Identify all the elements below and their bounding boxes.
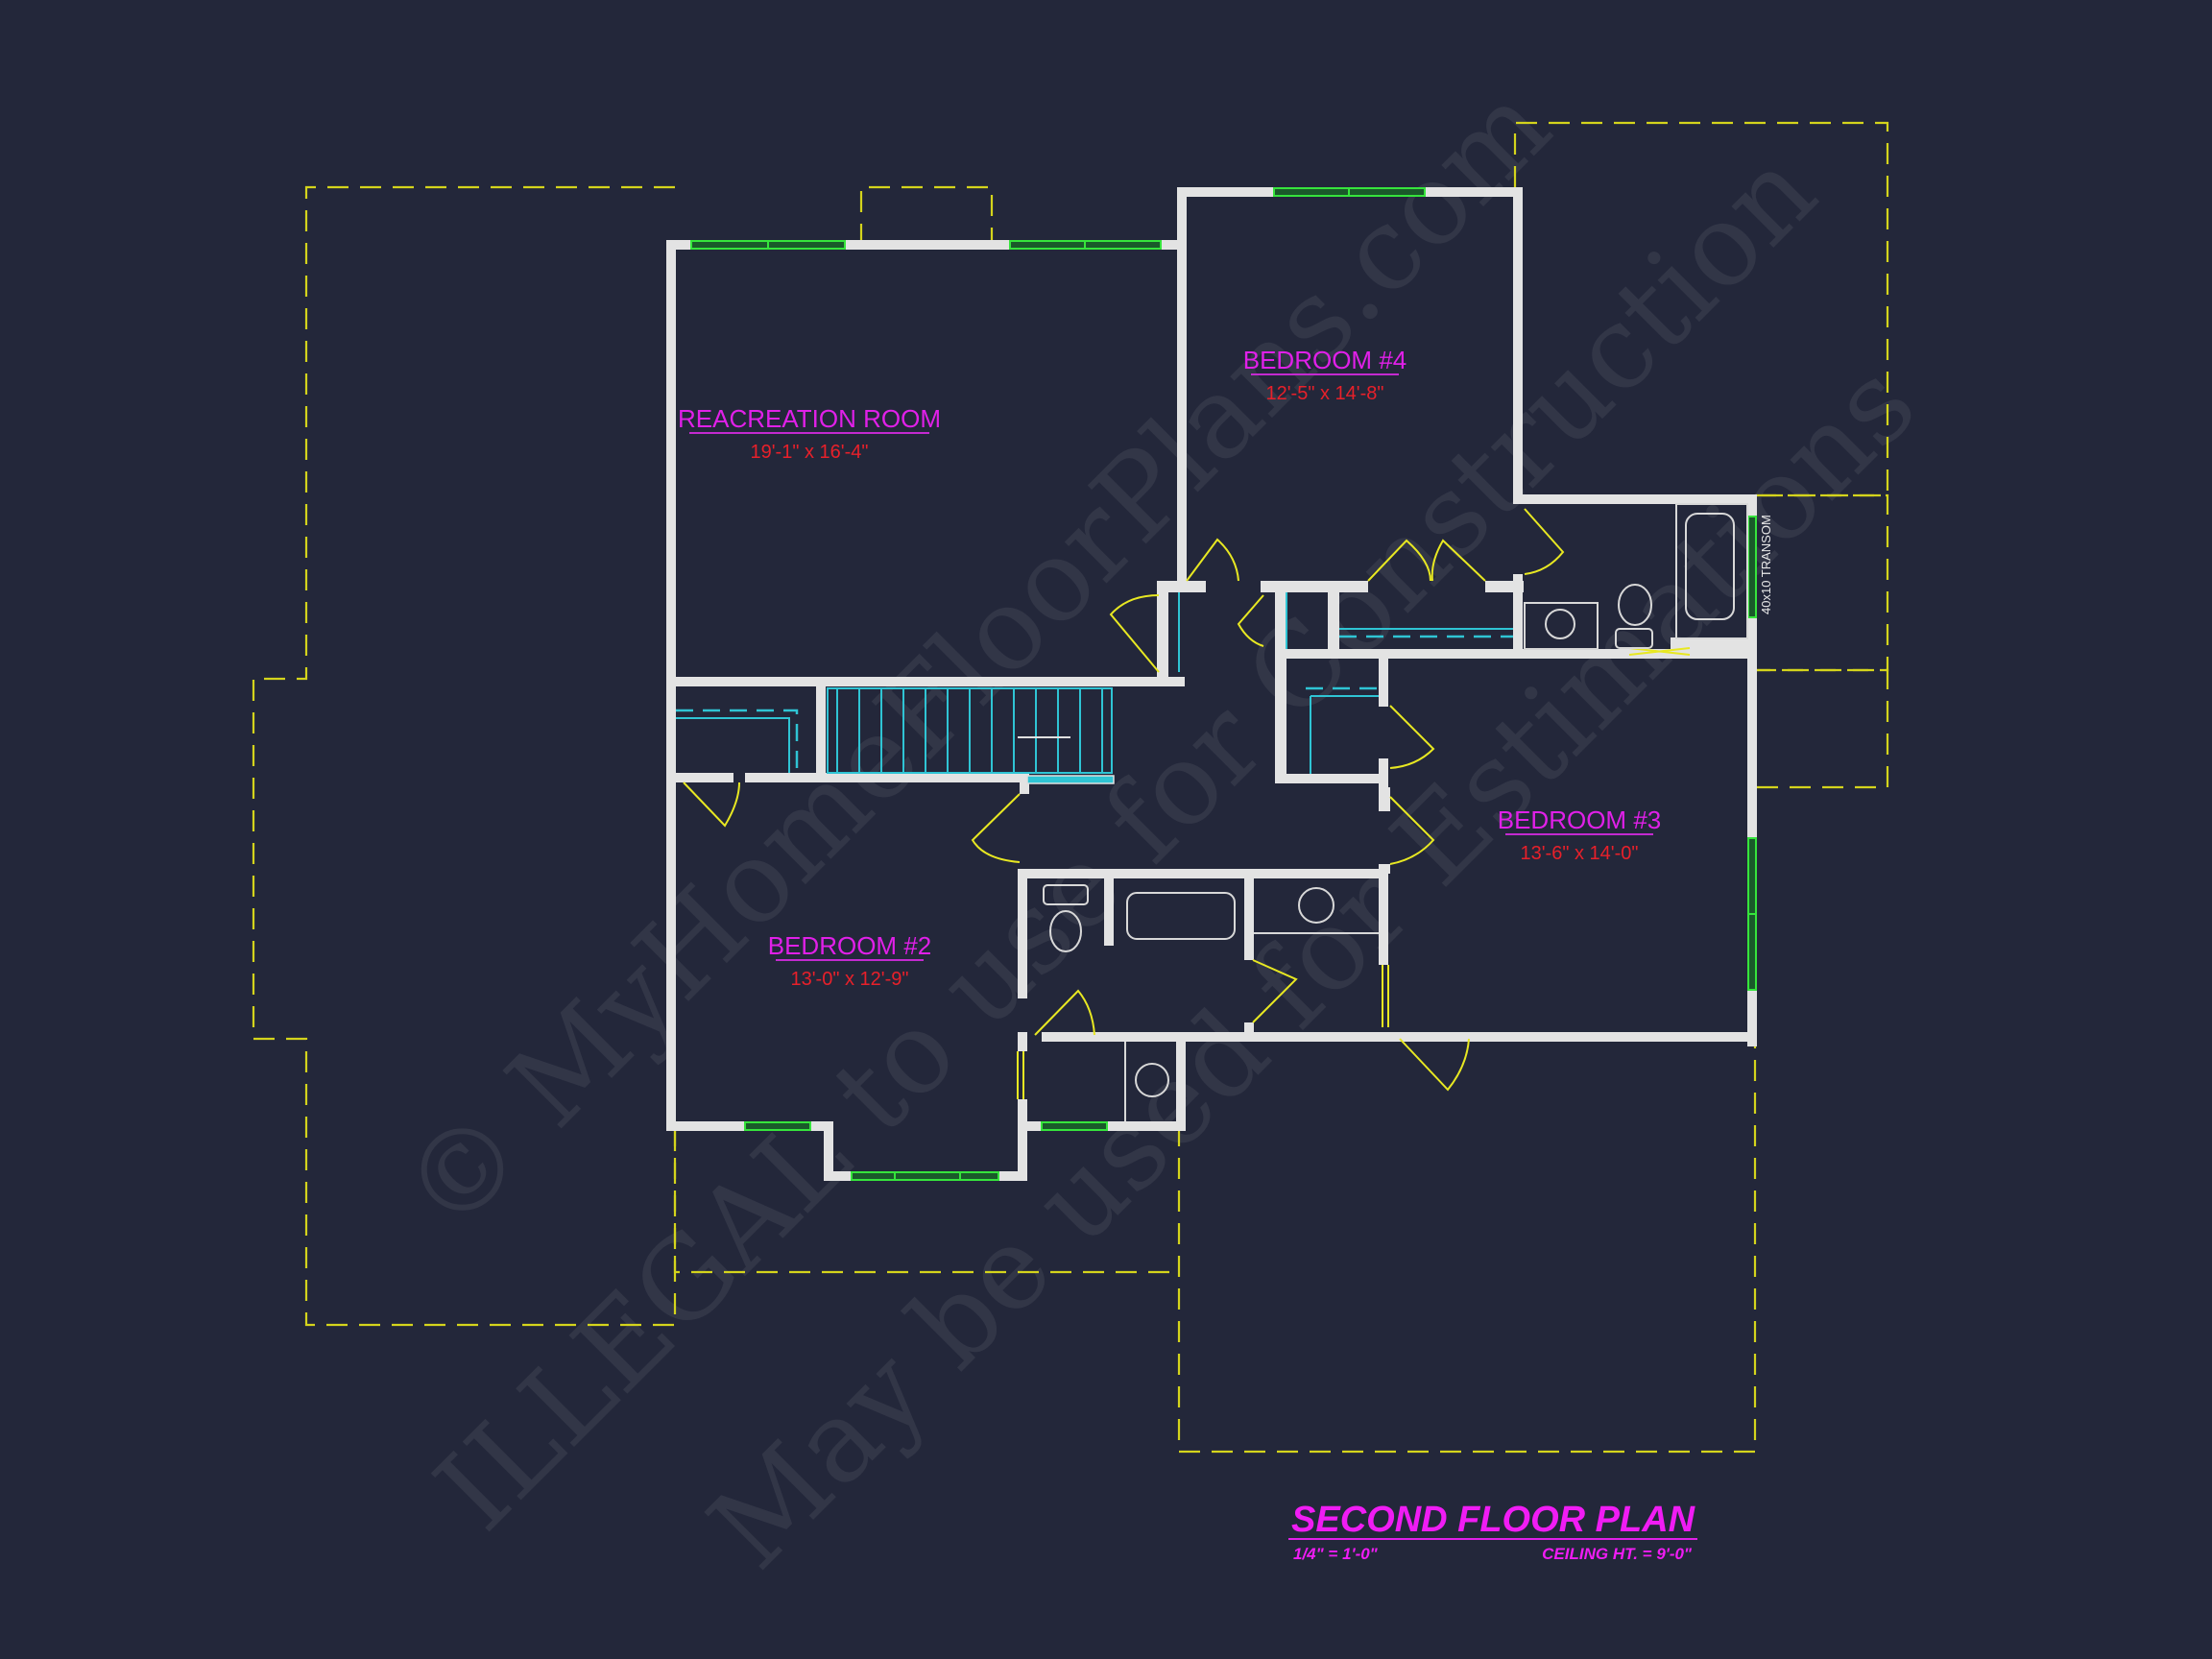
windows: [690, 187, 1757, 1181]
bathtub: [1685, 513, 1735, 620]
transom-label: 40x10 TRANSOM: [1759, 515, 1773, 614]
door-swing: [1524, 508, 1565, 575]
door-swing: [971, 793, 1021, 863]
door-swing: [1399, 1038, 1470, 1092]
room-dimensions-bedroom-3: 13'-6" x 14'-0": [1520, 843, 1638, 864]
stairs: [676, 592, 1513, 784]
door-swing: [1237, 594, 1264, 647]
washer: [1135, 1063, 1169, 1097]
room-name-bedroom-2: BEDROOM #2: [768, 931, 932, 960]
room-dimensions-recreation: 19'-1" x 16'-4": [750, 442, 868, 463]
watermark: © MyHomeFloorPlans.com ILLEGAL to use fo…: [376, 60, 1940, 1594]
door-swing: [683, 781, 740, 828]
window: [744, 1121, 811, 1131]
door-swing: [1389, 705, 1435, 769]
sink: [1298, 887, 1334, 924]
door-swing: [1431, 539, 1486, 582]
window: [851, 1171, 999, 1181]
roof-outlines: [252, 121, 1889, 1454]
window: [1041, 1121, 1108, 1131]
roof-outline-garage: [1177, 1042, 1757, 1454]
door-swing: [1389, 796, 1435, 865]
ceiling-height: CEILING HT. = 9'-0": [1542, 1545, 1693, 1563]
roof-outline-right-low: [1755, 668, 1889, 789]
toilet: [1618, 584, 1652, 626]
door-swing: [1252, 959, 1298, 1023]
bath-fixtures: [1043, 503, 1748, 1121]
room-name-bedroom-4: BEDROOM #4: [1243, 346, 1407, 374]
plan-scale: 1/4" = 1'-0": [1293, 1545, 1379, 1563]
door-swing: [1186, 538, 1239, 582]
room-name-recreation: REACREATION ROOM: [678, 404, 941, 433]
toilet: [1049, 910, 1082, 952]
room-dimensions-bedroom-4: 12'-5" x 14'-8": [1265, 383, 1383, 404]
plan-title: SECOND FLOOR PLAN: [1291, 1500, 1696, 1540]
roof-outline-bump-top: [859, 185, 994, 245]
door-swing: [1367, 539, 1431, 582]
watermark-line-2: ILLEGAL to use for Construction: [410, 125, 1840, 1555]
room-labels: REACREATION ROOM 19'-1" x 16'-4" BEDROOM…: [678, 346, 1773, 990]
roof-outline-left: [252, 185, 677, 1327]
bathtub: [1126, 892, 1236, 940]
roof-outline-front: [673, 1125, 1179, 1274]
room-name-bedroom-3: BEDROOM #3: [1498, 805, 1662, 834]
sink: [1545, 609, 1575, 639]
room-dimensions-bedroom-2: 13'-0" x 12'-9": [790, 969, 908, 990]
title-block: SECOND FLOOR PLAN 1/4" = 1'-0" CEILING H…: [1288, 1500, 1697, 1563]
roof-outline-right-top: [1513, 121, 1889, 497]
transom-window: [1747, 516, 1757, 618]
door-swing: [1034, 989, 1095, 1036]
door-swing: [1109, 594, 1160, 673]
doors: [683, 508, 1691, 1099]
